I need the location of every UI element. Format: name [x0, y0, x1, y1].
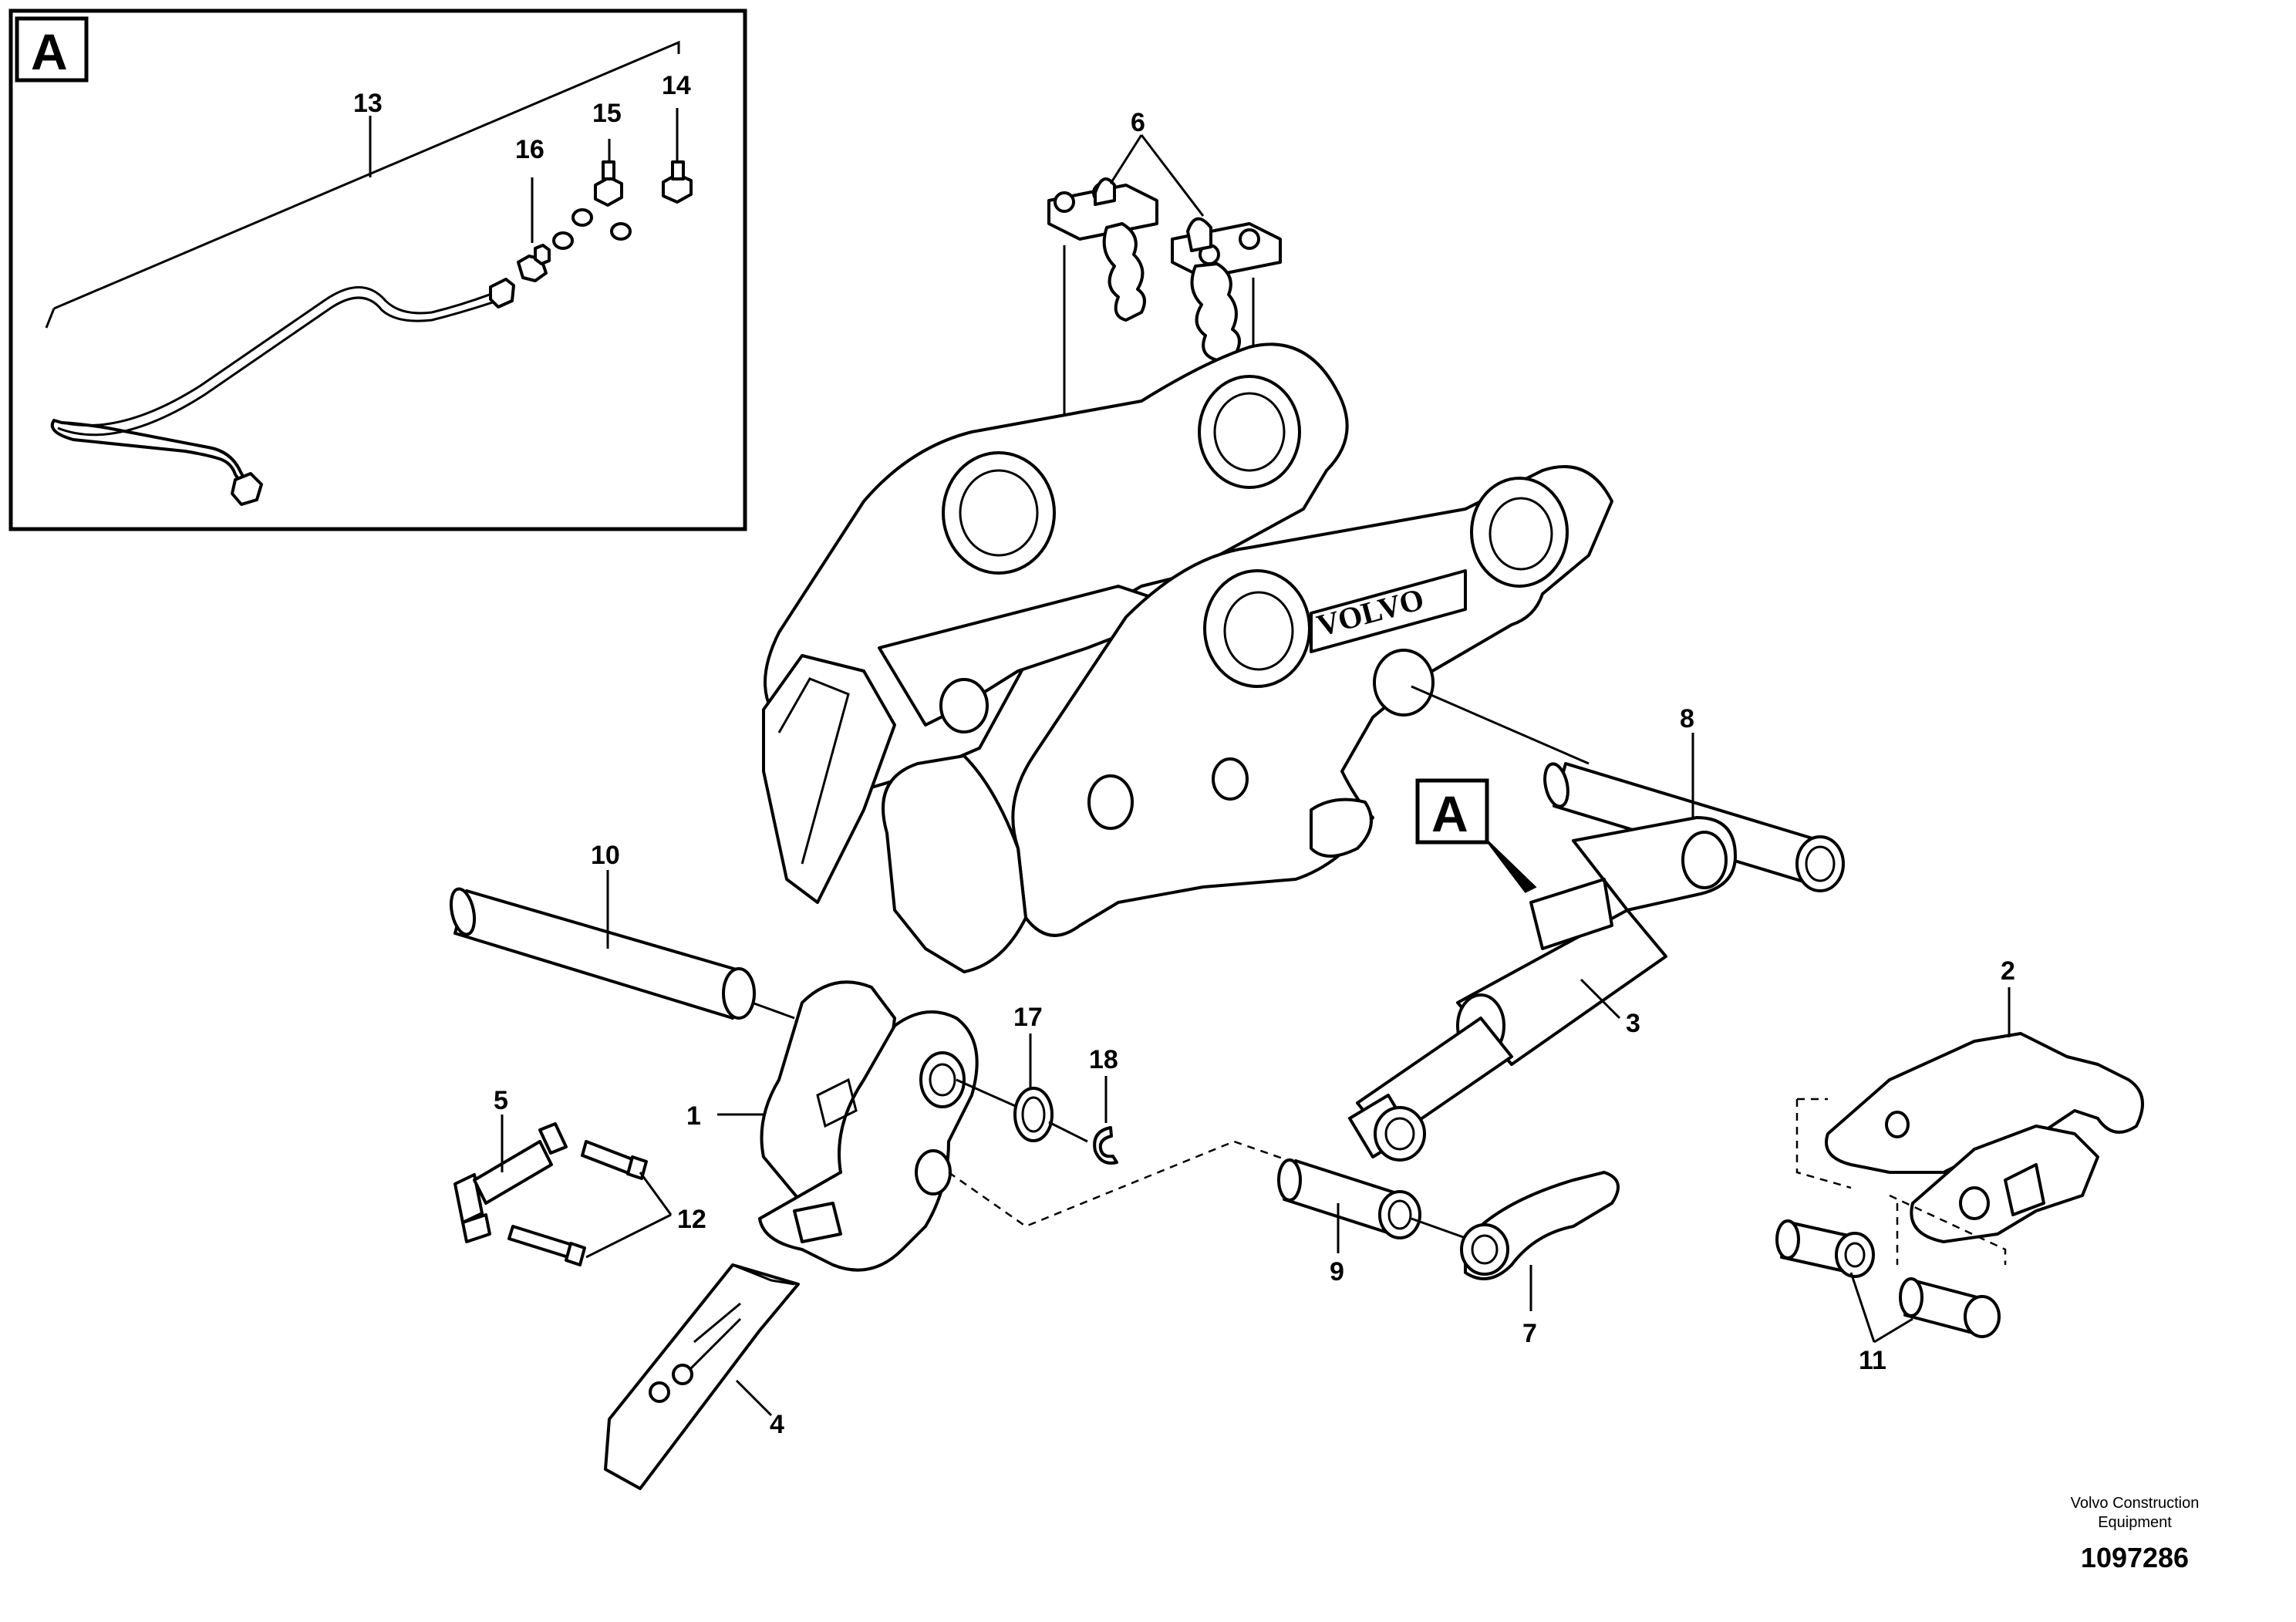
callout-1: 1	[686, 1101, 701, 1131]
callout-16: 16	[515, 135, 544, 164]
o-ring	[610, 222, 632, 241]
bushings-11: 11	[1775, 1219, 2001, 1375]
o-ring	[552, 231, 574, 250]
callout-11: 11	[1859, 1346, 1886, 1375]
callout-2: 2	[2001, 956, 2015, 986]
circlip-18: 18	[1048, 1045, 1118, 1165]
callout-18: 18	[1089, 1045, 1118, 1074]
callout-17: 17	[1013, 1003, 1043, 1032]
fitting-15	[594, 176, 623, 207]
reference-marker-a: A	[1415, 778, 1537, 893]
fitting-5: 5	[453, 1086, 568, 1243]
link-7: 7	[1411, 1171, 1620, 1348]
bolts-12: 12	[507, 1140, 706, 1266]
callout-14: 14	[662, 71, 691, 100]
footer-company-line2: Equipment	[2098, 1514, 2172, 1531]
footer-company-line1: Volvo Construction	[2071, 1495, 2200, 1512]
callout-9: 9	[1330, 1257, 1344, 1286]
o-ring	[571, 208, 593, 227]
pin-10: 10	[449, 841, 795, 1020]
svg-text:A: A	[1431, 785, 1468, 842]
pipe-end-nut	[231, 472, 263, 506]
pin-9: 9	[1277, 1158, 1421, 1286]
detail-a-letter: A	[31, 23, 68, 80]
volvo-logo-plate	[1310, 569, 1467, 653]
callout-4: 4	[770, 1410, 784, 1439]
valve-block	[1529, 878, 1613, 950]
callout-6: 6	[1131, 108, 1145, 137]
callout-5: 5	[494, 1086, 508, 1115]
hook-assembly-2: 2	[1795, 956, 2144, 1265]
cylinder-3: 3	[1348, 816, 1737, 1162]
callout-7: 7	[1522, 1319, 1537, 1348]
coupler-frame: VOLVO	[762, 342, 1613, 973]
slide-4: 4	[604, 1263, 800, 1490]
callout-12: 12	[677, 1205, 706, 1234]
callout-10: 10	[591, 841, 620, 870]
washer-17: 17	[956, 1003, 1054, 1142]
detail-a-label-box	[15, 16, 89, 83]
callout-13: 13	[353, 89, 383, 118]
callout-8: 8	[1680, 704, 1694, 733]
detail-a-panel: A 13 16 15 14	[8, 8, 747, 531]
callout-3: 3	[1626, 1009, 1640, 1038]
document-number: 1097286	[2081, 1542, 2189, 1573]
callout-15: 15	[592, 99, 622, 128]
latch-1: 1	[686, 980, 1412, 1272]
